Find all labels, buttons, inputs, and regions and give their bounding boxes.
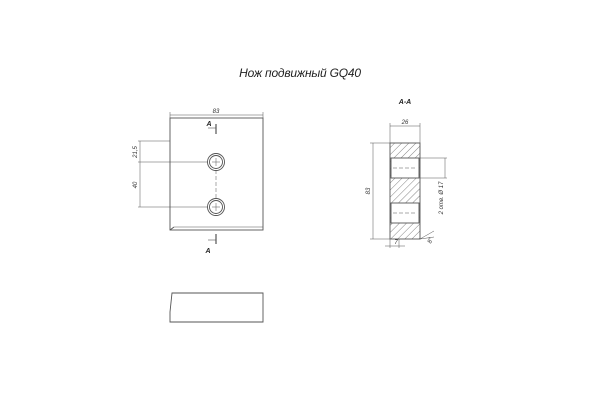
hole-note-label: 2 отв. Ø 17 bbox=[439, 181, 445, 215]
side-view bbox=[169, 292, 264, 323]
section-label: A-A bbox=[398, 99, 411, 106]
section-mark-top: A bbox=[205, 121, 211, 128]
section-view bbox=[370, 123, 447, 248]
plate-outline bbox=[169, 117, 264, 231]
width-dim-label: 83 bbox=[213, 109, 220, 115]
angle-dim-label: 8° bbox=[427, 236, 435, 244]
hole-spacing-dim-label: 40 bbox=[133, 181, 139, 188]
bevel-dim-label: 7 bbox=[394, 240, 398, 246]
top-offset-dim-label: 21,5 bbox=[133, 146, 139, 159]
section-mark-bottom: A bbox=[204, 248, 210, 255]
height-dim-label: 83 bbox=[366, 187, 372, 194]
drawing-title-text: Нож подвижный GQ40 bbox=[239, 66, 361, 80]
front-view bbox=[138, 112, 264, 244]
drawing-title: Нож подвижный GQ40 bbox=[0, 66, 600, 80]
section-body bbox=[389, 142, 421, 240]
thickness-dim-label: 26 bbox=[401, 120, 409, 126]
